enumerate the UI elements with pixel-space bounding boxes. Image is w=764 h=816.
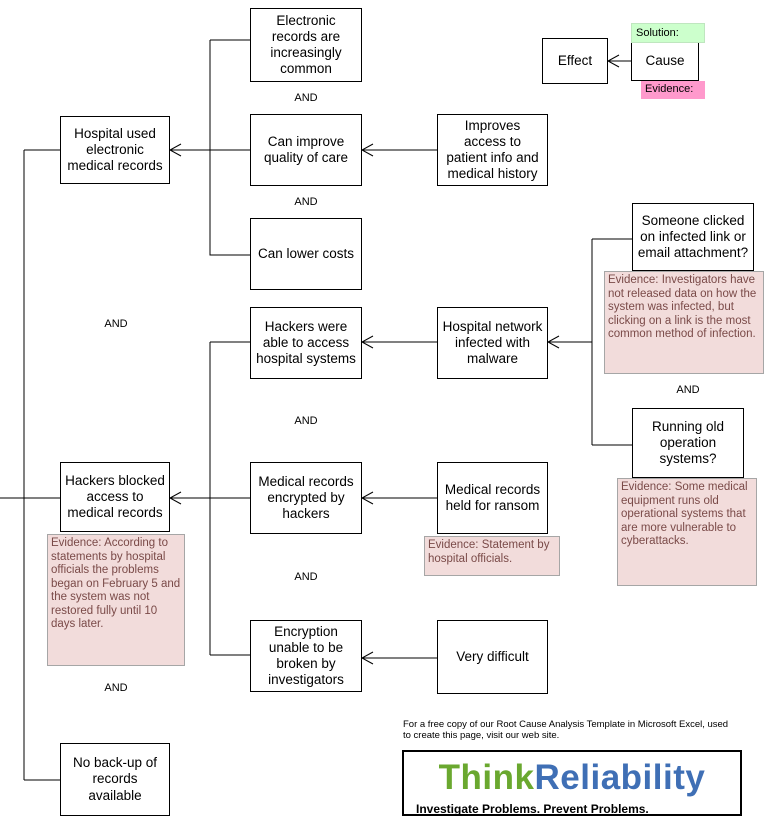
evidence-hackers-blocked: Evidence: According to statements by hos… bbox=[47, 534, 185, 666]
logo-think: Think bbox=[438, 758, 535, 797]
legend-cause-box: Cause bbox=[631, 43, 699, 81]
evidence-clicked: Evidence: Investigators have not release… bbox=[604, 271, 764, 374]
legend-evidence: Evidence: bbox=[641, 81, 705, 99]
and-label: AND bbox=[294, 571, 318, 583]
node-held-ransom: Medical records held for ransom bbox=[437, 462, 548, 534]
logo-tagline: Investigate Problems. Prevent Problems. bbox=[416, 802, 649, 816]
node-lower-costs: Can lower costs bbox=[250, 218, 362, 290]
node-hackers-access: Hackers were able to access hospital sys… bbox=[250, 307, 362, 379]
and-label: AND bbox=[294, 92, 318, 104]
footer-note: For a free copy of our Root Cause Analys… bbox=[403, 719, 729, 742]
legend-effect-label: Effect bbox=[557, 52, 593, 68]
and-label: AND bbox=[104, 682, 128, 694]
node-hospital-used: Hospital used electronic medical records bbox=[60, 116, 170, 184]
legend-solution: Solution: bbox=[631, 23, 705, 43]
evidence-ransom: Evidence: Statement by hospital official… bbox=[424, 536, 560, 576]
node-running-old: Running old operation systems? bbox=[632, 408, 744, 478]
and-label: AND bbox=[676, 384, 700, 396]
node-improve-quality: Can improve quality of care bbox=[250, 114, 362, 186]
node-hackers-blocked: Hackers blocked access to medical record… bbox=[60, 462, 170, 532]
node-encryption-unable: Encryption unable to be broken by invest… bbox=[250, 620, 362, 692]
legend-effect-box: Effect bbox=[542, 38, 608, 84]
legend-cause-label: Cause bbox=[645, 53, 685, 69]
node-electronic-common: Electronic records are increasingly comm… bbox=[250, 8, 362, 82]
node-records-encrypted: Medical records encrypted by hackers bbox=[250, 462, 362, 534]
node-improves-access: Improves access to patient info and medi… bbox=[437, 114, 548, 186]
logo-reliability: Reliability bbox=[534, 758, 706, 797]
and-label: AND bbox=[294, 415, 318, 427]
and-label: AND bbox=[104, 318, 128, 330]
node-very-difficult: Very difficult bbox=[437, 620, 548, 694]
node-no-backup: No back-up of records available bbox=[60, 743, 170, 816]
and-label: AND bbox=[294, 196, 318, 208]
thinkreliability-logo[interactable]: ThinkReliability Investigate Problems. P… bbox=[402, 750, 742, 816]
node-someone-clicked: Someone clicked on infected link or emai… bbox=[632, 203, 754, 271]
logo-wordmark: ThinkReliability bbox=[404, 758, 740, 798]
evidence-old-os: Evidence: Some medical equipment runs ol… bbox=[617, 478, 757, 586]
node-network-infected: Hospital network infected with malware bbox=[437, 307, 548, 379]
